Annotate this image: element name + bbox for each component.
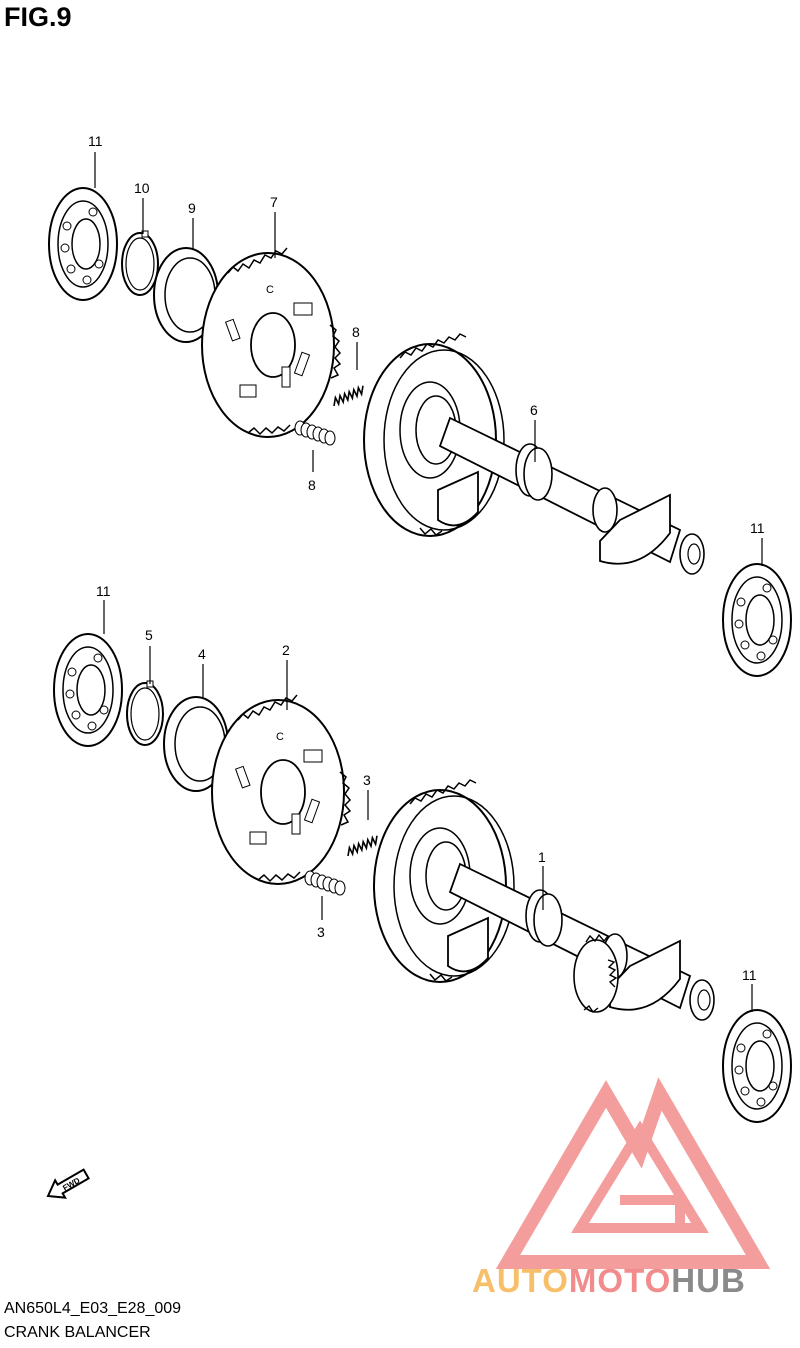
callout-11-top-left: 11 [88,133,103,149]
callout-4: 4 [198,646,206,662]
gear-plate-2 [211,694,351,885]
spring-8-upper [330,375,367,416]
figure-title: FIG.9 [4,2,72,32]
circlip-5 [126,680,164,746]
spring-3-lower [304,870,346,896]
gear-plate-7 [201,247,341,438]
callout-3-lower: 3 [317,924,325,940]
callout-10: 10 [134,180,150,196]
balancer-shaft-6 [363,333,705,575]
callout-7: 7 [270,194,278,210]
diagram-code: AN650L4_E03_E28_009 [4,1300,182,1317]
callout-1: 1 [538,849,546,865]
callout-11-bottom-left: 11 [96,583,111,599]
callout-9: 9 [188,200,196,216]
bearing-11-top-left [48,187,118,301]
callout-5: 5 [145,627,153,643]
callout-11-top-right: 11 [750,520,765,536]
bearing-11-bottom-left [53,633,123,747]
callout-6: 6 [530,402,538,418]
fwd-arrow-icon: FWD [46,1168,90,1199]
balancer-shaft-1 [373,779,715,1021]
callout-3-upper: 3 [363,772,371,788]
diagram-caption: CRANK BALANCER [4,1324,151,1341]
callout-2: 2 [282,642,290,658]
bearing-11-top-right [722,563,792,677]
bearing-11-bottom-right [722,1009,792,1123]
brand-part-moto: MOTO [568,1262,672,1299]
brand-part-auto: AUTO [472,1262,569,1299]
circlip-10 [121,230,159,296]
callout-8-lower: 8 [308,477,316,493]
callout-11-bottom-right: 11 [742,967,757,983]
spring-8-lower [294,420,336,446]
spring-3-upper [344,825,381,866]
watermark-logo-icon [495,1077,771,1269]
leader-lines [94,152,763,1012]
brand-part-hub: HUB [671,1262,746,1299]
watermark-brand-text: AUTOMOTOHUB [472,1262,746,1300]
callout-8-upper: 8 [352,324,360,340]
